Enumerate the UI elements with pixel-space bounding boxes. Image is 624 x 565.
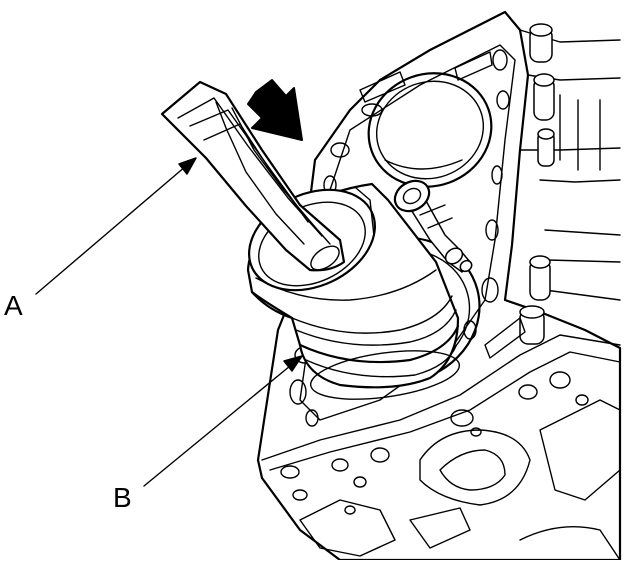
push-direction-arrow xyxy=(247,79,303,141)
connecting-rod xyxy=(393,179,473,273)
callout-label-a: A xyxy=(4,290,23,321)
head-bolt-boss xyxy=(533,73,555,121)
head-bolt-boss xyxy=(519,305,545,345)
head-bolt-boss xyxy=(537,128,555,167)
cylinder-bore xyxy=(367,72,493,188)
hammer-handle xyxy=(160,80,346,272)
oil-gallery-boss xyxy=(280,371,589,515)
head-bolt-boss xyxy=(529,255,551,301)
callout-leader-a xyxy=(35,157,197,295)
coolant-passage xyxy=(289,49,510,427)
head-bolt-boss xyxy=(529,23,553,63)
callout-label-b: B xyxy=(113,482,132,513)
callout-leader-b xyxy=(143,355,303,487)
